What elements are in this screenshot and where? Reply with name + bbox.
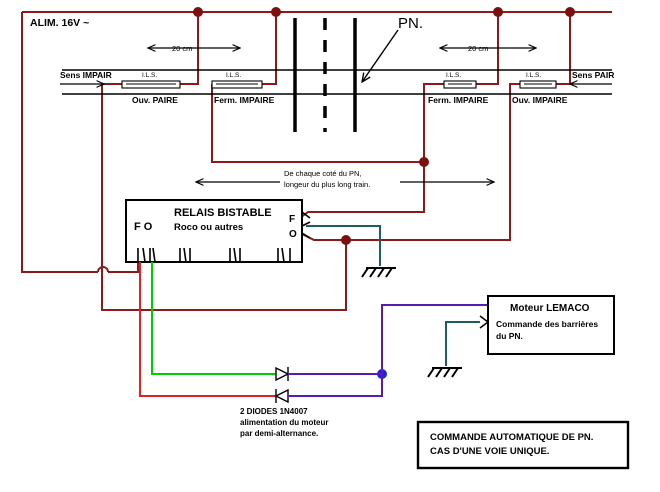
- relay-box: [125, 199, 311, 263]
- relay-right-o: O: [289, 229, 297, 240]
- diodes-line3: par demi-alternance.: [240, 429, 318, 438]
- train-length-note-line2: longeur du plus long train.: [284, 180, 370, 189]
- caption-line1: COMMANDE AUTOMATIQUE DE PN.: [430, 432, 593, 443]
- ils-tag: I.L.S.: [526, 72, 541, 79]
- caption-line2: CAS D'UNE VOIE UNIQUE.: [430, 446, 549, 457]
- distance-label-right: 20 cm: [468, 44, 488, 53]
- ils-tag: I.L.S.: [226, 72, 241, 79]
- diode-feed-wires: [139, 262, 276, 397]
- train-length-note-line1: De chaque coté du PN,: [284, 169, 362, 178]
- relay-ground: [306, 225, 396, 278]
- ils-switches: [121, 80, 557, 89]
- green-wire: [151, 262, 276, 375]
- relay-ground-wire: [306, 225, 381, 266]
- relay-right-f: F: [289, 214, 295, 225]
- motor-box: [427, 295, 615, 378]
- ils-caption: Ferm. IMPAIRE: [214, 95, 275, 105]
- node1-to-ils1: [180, 12, 199, 85]
- ils-tag: I.L.S.: [446, 72, 461, 79]
- junction-dot: [419, 157, 429, 167]
- junction-dot: [271, 7, 281, 17]
- junction-dot: [493, 7, 503, 17]
- ground-symbol: [361, 267, 396, 278]
- motor-line2: du PN.: [496, 331, 523, 341]
- junction-dot: [193, 7, 203, 17]
- relay-left-pins: F O: [134, 221, 153, 233]
- node3-to-ils3: [476, 12, 499, 85]
- diodes: [274, 366, 290, 404]
- purple-wire-to-motor: [381, 304, 488, 374]
- purple-wire-lower: [288, 374, 383, 397]
- level-crossing: [293, 18, 399, 132]
- direction-label-left: Sens IMPAIR: [60, 70, 112, 80]
- direction-label-right: Sens PAIR: [572, 70, 614, 80]
- crossing-label: PN.: [398, 15, 423, 32]
- diodes-line1: 2 DIODES 1N4007: [240, 407, 308, 416]
- ils-caption: Ouv. IMPAIRE: [512, 95, 568, 105]
- ils2-drop: [211, 84, 424, 163]
- motor-ground-symbol: [427, 367, 462, 378]
- supply-label: ALIM. 16V ~: [30, 17, 89, 29]
- distance-label-left: 20 cm: [172, 44, 192, 53]
- single-track: [62, 69, 612, 95]
- node4-to-ils4: [556, 12, 571, 85]
- diode-upper: [275, 366, 290, 382]
- caption-box: [416, 420, 630, 470]
- motor-title: Moteur LEMACO: [510, 303, 590, 314]
- junction-dots: [193, 7, 575, 379]
- diodes-line2: alimentation du moteur: [240, 418, 328, 427]
- ils3-lead: [423, 83, 444, 162]
- ils3-to-relay-f: [299, 162, 425, 219]
- crossing-pointer-arrow: [362, 29, 399, 82]
- relay-title: RELAIS BISTABLE: [174, 207, 272, 219]
- supply-left-return: [108, 262, 139, 273]
- node2-to-ils2: [262, 12, 277, 85]
- red-wire: [139, 262, 276, 397]
- supply-left-down: [21, 12, 98, 273]
- ils-tag: I.L.S.: [142, 72, 157, 79]
- dimension-arrows: [60, 48, 612, 182]
- ils1-drop: [101, 84, 347, 311]
- ils-caption: Ferm. IMPAIRE: [428, 95, 489, 105]
- supply-wires: [21, 11, 612, 311]
- ils-caption: Ouv. PAIRE: [132, 95, 178, 105]
- junction-dot: [565, 7, 575, 17]
- junction-dot: [341, 235, 351, 245]
- relay-terminals: [137, 211, 311, 263]
- motor-ground-wire: [445, 321, 480, 366]
- motor-line1: Commande des barrières: [496, 319, 598, 329]
- relay-subtitle: Roco ou autres: [174, 222, 243, 233]
- motor-feed-wires: [288, 304, 488, 397]
- diode-lower: [274, 388, 289, 404]
